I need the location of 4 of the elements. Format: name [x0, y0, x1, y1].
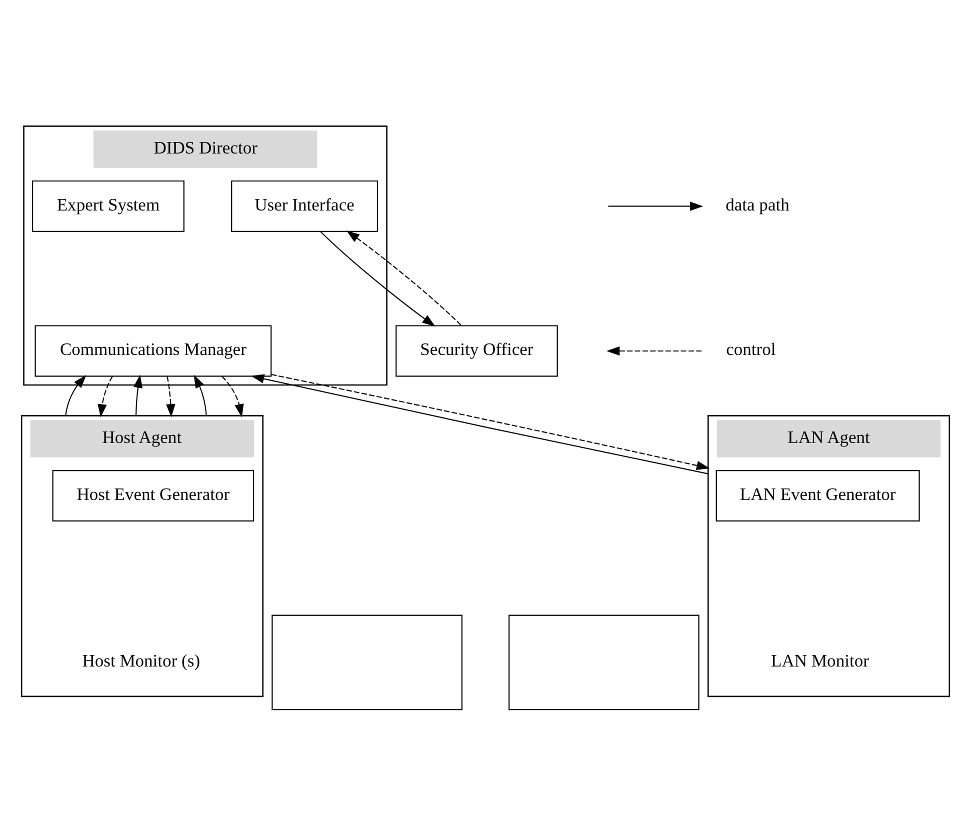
legend-label: data path — [726, 194, 790, 214]
node-label: LAN Monitor — [771, 650, 869, 671]
legend-label: control — [726, 339, 776, 360]
node-label: Host Monitor (s) — [82, 650, 200, 671]
